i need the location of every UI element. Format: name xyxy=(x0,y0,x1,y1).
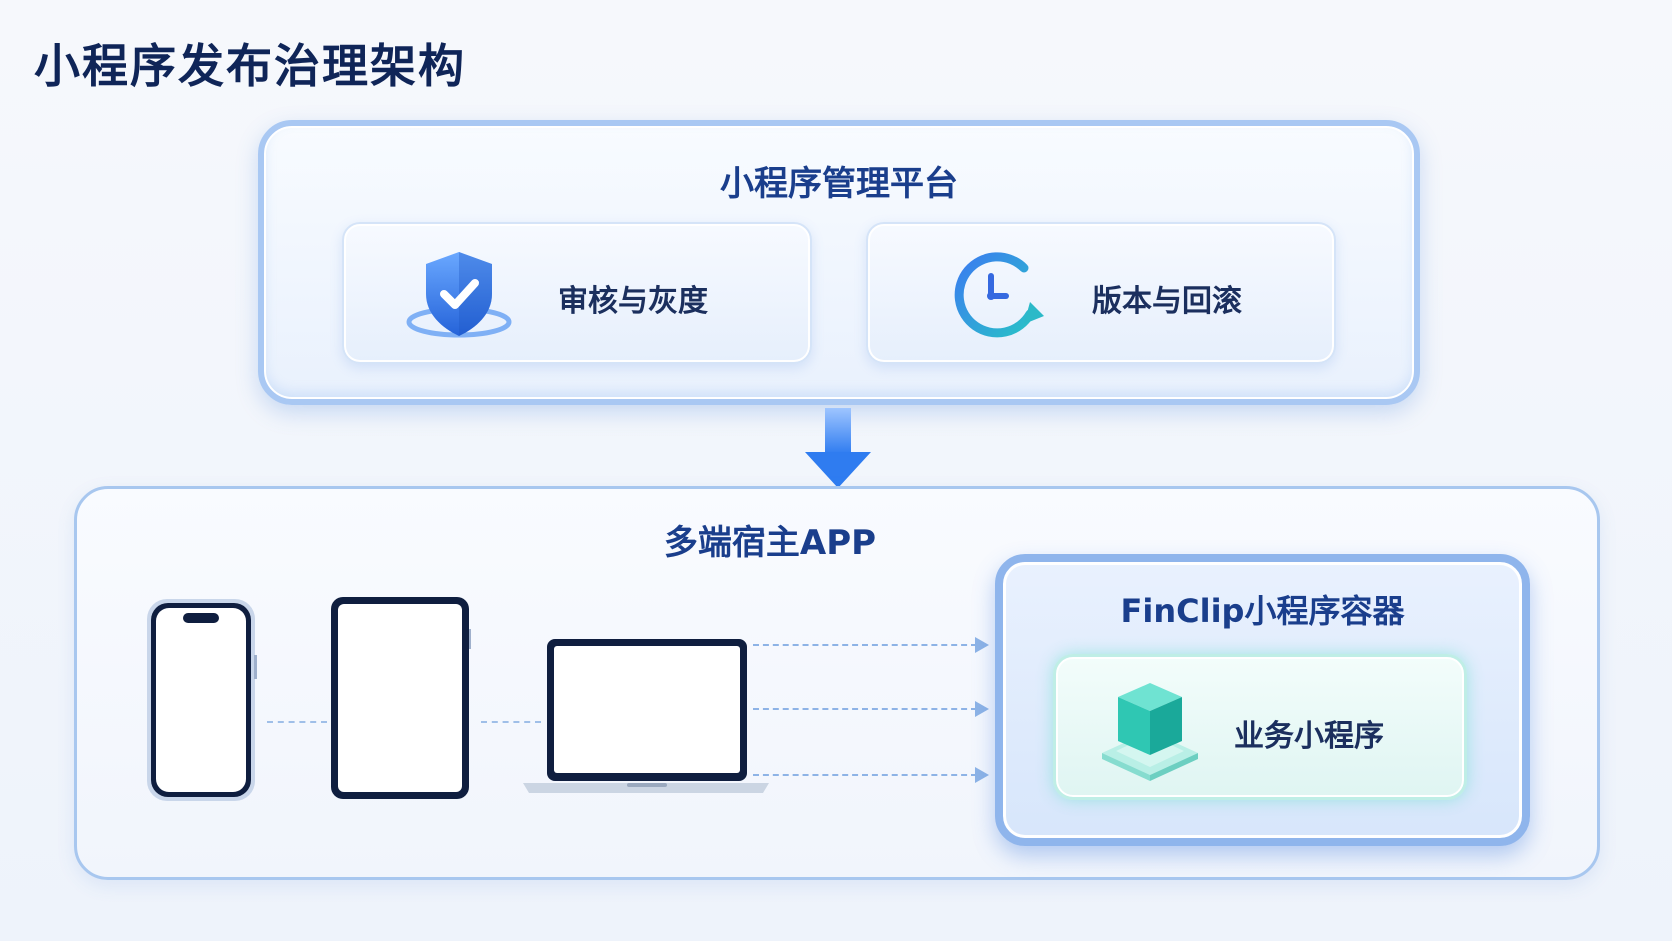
arrow-head-icon xyxy=(975,767,989,783)
page-title: 小程序发布治理架构 xyxy=(34,39,466,93)
management-platform: 小程序管理平台 审核与灰度 xyxy=(258,120,1420,405)
tablet-icon xyxy=(331,597,471,799)
connector-line xyxy=(267,721,327,723)
arrow-head-icon xyxy=(975,701,989,717)
feature-card-review[interactable]: 审核与灰度 xyxy=(342,222,812,364)
container-title: FinClip小程序容器 xyxy=(1120,592,1405,630)
clock-rollback-icon xyxy=(954,252,1044,338)
feature-card-version[interactable]: 版本与回滚 xyxy=(866,222,1336,364)
finclip-container[interactable]: FinClip小程序容器 业务小程序 xyxy=(995,554,1530,846)
platform-title: 小程序管理平台 xyxy=(720,164,958,204)
connector-line xyxy=(481,721,541,723)
host-app-area: 多端宿主APP FinClip小程序容器 xyxy=(74,486,1600,880)
smartphone-icon xyxy=(147,599,257,801)
down-arrow-icon xyxy=(805,408,871,488)
host-title: 多端宿主APP xyxy=(663,523,877,563)
arrow-line-bottom xyxy=(753,774,977,776)
miniapp-label: 业务小程序 xyxy=(1234,719,1384,754)
business-miniapp-card[interactable]: 业务小程序 xyxy=(1053,654,1467,800)
feature-label-version: 版本与回滚 xyxy=(1092,284,1242,319)
cube-icon xyxy=(1102,683,1198,781)
shield-check-icon xyxy=(406,252,512,338)
feature-label-review: 审核与灰度 xyxy=(558,284,708,319)
arrow-line-top xyxy=(753,644,977,646)
laptop-icon xyxy=(523,639,769,793)
arrow-line-middle xyxy=(753,708,977,710)
arrow-head-icon xyxy=(975,637,989,653)
